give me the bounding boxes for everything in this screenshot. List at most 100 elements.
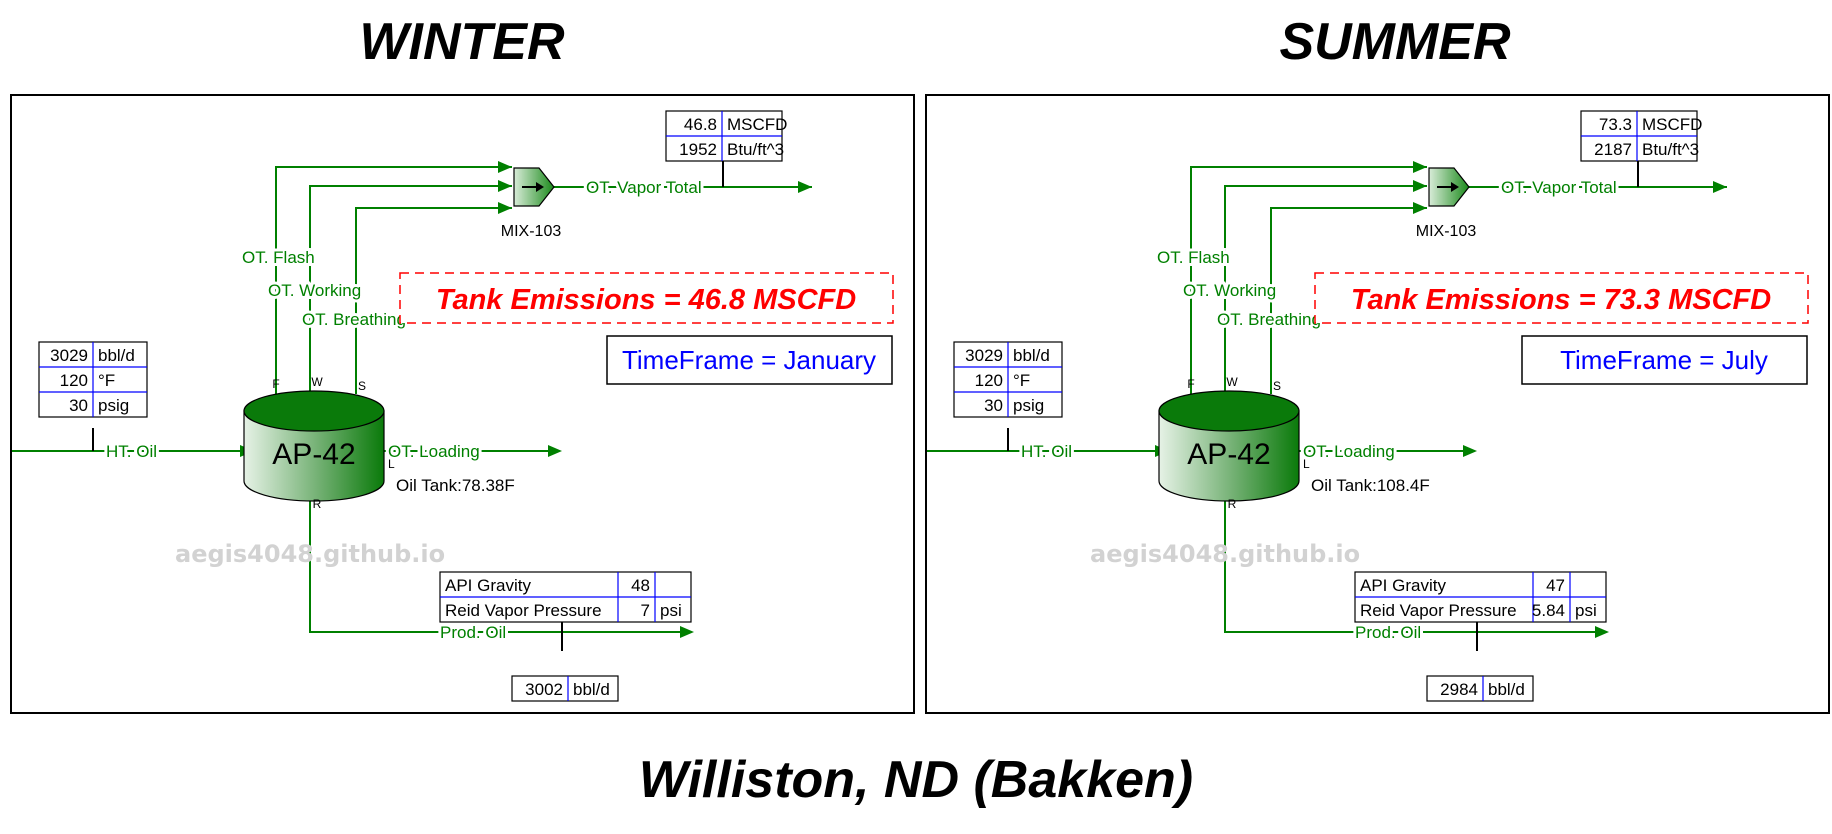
breathing-stream — [355, 207, 512, 394]
property-name: API Gravity — [445, 576, 531, 595]
product-stream — [1224, 501, 1597, 633]
property-unit: psi — [660, 601, 682, 620]
stream-lines — [12, 140, 812, 651]
feed-value: 120 — [975, 371, 1003, 390]
breathing-stream — [1270, 207, 1427, 394]
port-f: F — [1187, 377, 1194, 391]
vapor-total-label: OT. Vapor Total — [1501, 178, 1617, 197]
winter-title: WINTER — [359, 13, 565, 71]
property-value: 7 — [641, 601, 650, 620]
tank-name: AP-42 — [272, 438, 355, 471]
product-label: Prod. Oil — [440, 623, 506, 642]
property-name: Reid Vapor Pressure — [445, 601, 602, 620]
vapor-total-label: OT. Vapor Total — [586, 178, 702, 197]
vapor-unit: MSCFD — [727, 115, 787, 134]
product-unit: bbl/d — [573, 680, 610, 699]
breathing-label: OT. Breathing — [1217, 310, 1321, 329]
port-r: R — [313, 497, 322, 511]
feed-unit: °F — [98, 371, 115, 390]
feed-unit: psig — [1013, 396, 1044, 415]
feed-unit: psig — [98, 396, 129, 415]
vapor-total-table: 73.3 MSCFD 2187 Btu/ft^3 — [1580, 110, 1702, 162]
flash-label: OT. Flash — [1157, 248, 1230, 267]
mixer — [1428, 167, 1470, 207]
tank-emissions-banner: Tank Emissions = 73.3 MSCFD — [1314, 272, 1809, 324]
watermark: aegis4048.github.io — [175, 540, 445, 568]
working-stream — [309, 185, 512, 394]
summer-title: SUMMER — [1279, 13, 1511, 71]
vapor-value: 46.8 — [684, 115, 717, 134]
port-w: W — [311, 375, 323, 389]
property-value: 5.84 — [1532, 601, 1565, 620]
working-label: OT. Working — [1183, 281, 1276, 300]
property-name: Reid Vapor Pressure — [1360, 601, 1517, 620]
watermark: aegis4048.github.io — [1090, 540, 1360, 568]
location-title: Williston, ND (Bakken) — [638, 751, 1194, 809]
flash-stream — [275, 166, 512, 394]
product-value: 3002 — [525, 680, 563, 699]
tank-emissions-banner: Tank Emissions = 46.8 MSCFD — [399, 272, 894, 324]
product-stream — [309, 501, 682, 633]
inlet-label: HT. Oil — [1021, 442, 1072, 461]
tank-ap42[interactable]: AP-42 — [243, 390, 385, 502]
loading-label: OT. Loading — [388, 442, 480, 461]
vapor-unit: MSCFD — [1642, 115, 1702, 134]
mixer — [513, 167, 555, 207]
timeframe-box: TimeFrame = July — [1521, 335, 1808, 385]
timeframe-text: TimeFrame = January — [622, 345, 876, 375]
timeframe-box: TimeFrame = January — [606, 335, 893, 385]
vapor-value: 2187 — [1594, 140, 1632, 159]
mixer-name: MIX-103 — [501, 223, 562, 240]
feed-value: 3029 — [965, 346, 1003, 365]
feed-value: 30 — [984, 396, 1003, 415]
feed-conditions-table: 3029 bbl/d 120 °F 30 psig — [953, 341, 1063, 418]
port-s: S — [358, 379, 366, 393]
tank-temperature-label: Oil Tank:78.38F — [396, 476, 515, 495]
port-s: S — [1273, 379, 1281, 393]
feed-unit: bbl/d — [98, 346, 135, 365]
vapor-unit: Btu/ft^3 — [1642, 140, 1699, 159]
tank-emissions-text: Tank Emissions = 46.8 MSCFD — [436, 284, 856, 316]
feed-value: 120 — [60, 371, 88, 390]
property-unit: psi — [1575, 601, 1597, 620]
product-oil-table: 3002 bbl/d — [511, 675, 619, 702]
working-label: OT. Working — [268, 281, 361, 300]
port-l: L — [388, 457, 395, 471]
timeframe-text: TimeFrame = July — [1560, 345, 1768, 375]
vapor-value: 73.3 — [1599, 115, 1632, 134]
breathing-label: OT. Breathing — [302, 310, 406, 329]
feed-value: 3029 — [50, 346, 88, 365]
flash-stream — [1190, 166, 1427, 394]
tank-name: AP-42 — [1187, 438, 1270, 471]
loading-label: OT. Loading — [1303, 442, 1395, 461]
inlet-label: HT. Oil — [106, 442, 157, 461]
tank-ap42[interactable]: AP-42 — [1158, 390, 1300, 502]
arrow-right-icon — [1437, 182, 1459, 192]
port-f: F — [272, 377, 279, 391]
stream-lines — [927, 140, 1727, 651]
port-w: W — [1226, 375, 1238, 389]
port-l: L — [1303, 457, 1310, 471]
vapor-value: 1952 — [679, 140, 717, 159]
port-r: R — [1228, 497, 1237, 511]
tank-temperature-label: Oil Tank:108.4F — [1311, 476, 1430, 495]
arrow-right-icon — [522, 182, 544, 192]
tank-emissions-text: Tank Emissions = 73.3 MSCFD — [1351, 284, 1771, 316]
vapor-unit: Btu/ft^3 — [727, 140, 784, 159]
flash-label: OT. Flash — [242, 248, 315, 267]
property-name: API Gravity — [1360, 576, 1446, 595]
vapor-total-table: 46.8 MSCFD 1952 Btu/ft^3 — [665, 110, 787, 162]
working-stream — [1224, 185, 1427, 394]
property-value: 48 — [631, 576, 650, 595]
feed-unit: bbl/d — [1013, 346, 1050, 365]
feed-unit: °F — [1013, 371, 1030, 390]
product-label: Prod. Oil — [1355, 623, 1421, 642]
